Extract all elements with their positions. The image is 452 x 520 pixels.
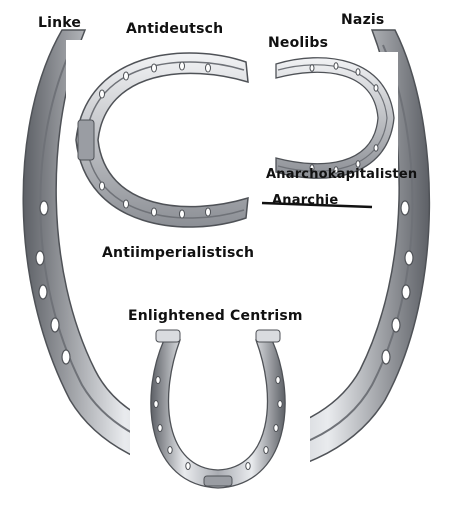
label-antiimperialistisch: Antiimperialistisch [102,245,255,261]
label-anarchie: Anarchie [272,193,339,208]
label-enlightened-centrism: Enlightened Centrism [128,308,303,324]
label-anarchokapitalisten: Anarchokapitalisten [266,167,418,182]
label-antideutsch: Antideutsch [126,21,224,37]
big-horseshoe-nail-holes [35,200,414,365]
label-neolibs: Neolibs [268,35,329,51]
label-linke: Linke [38,15,82,31]
label-nazis: Nazis [341,12,385,28]
